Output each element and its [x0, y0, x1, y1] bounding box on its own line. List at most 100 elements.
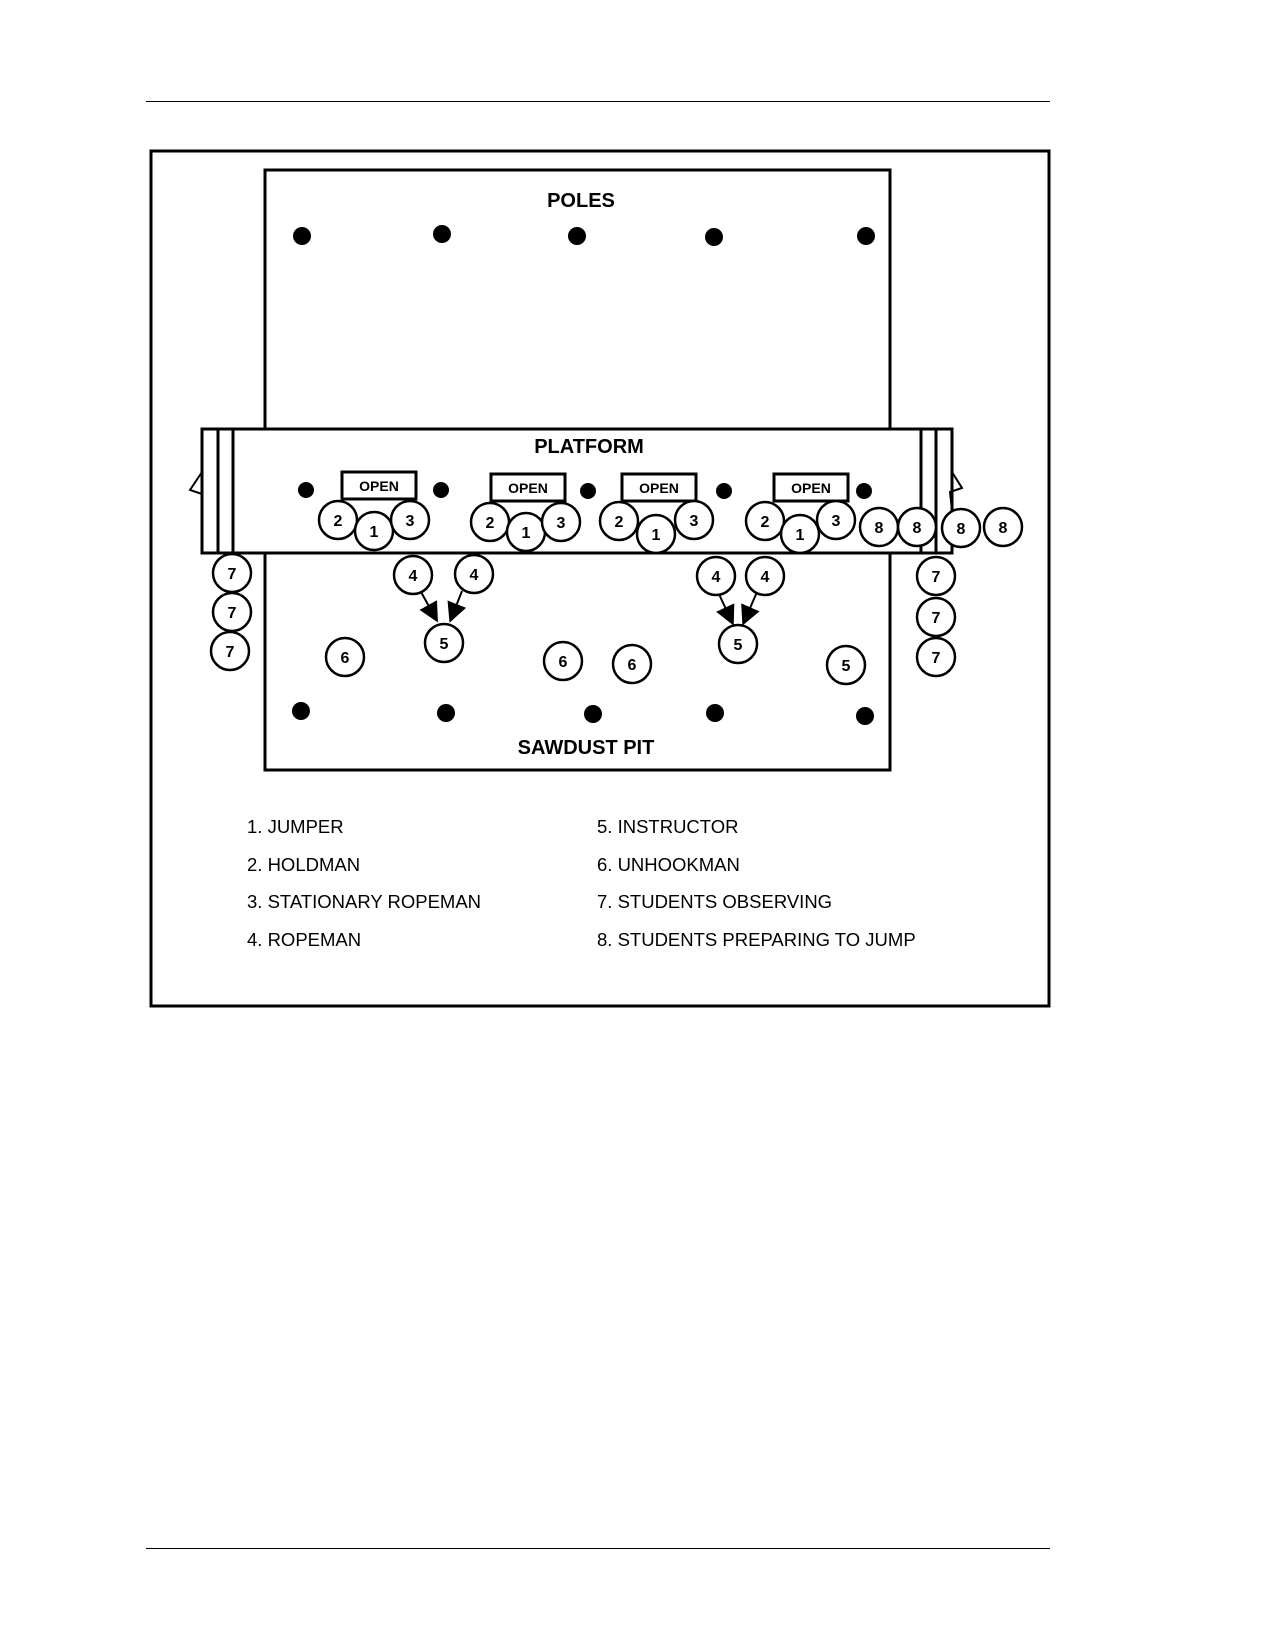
direction-arrow [447, 590, 467, 623]
opening-box [772, 472, 850, 503]
opening-label: OPEN [639, 480, 679, 496]
legend-item: 4. ROPEMAN [247, 928, 362, 950]
marker-number: 8 [875, 520, 884, 537]
legend-item: 3. STATIONARY ROPEMAN [247, 891, 482, 912]
holdman-marker [598, 500, 640, 542]
marker-number: 1 [796, 527, 805, 544]
direction-arrow [716, 591, 735, 626]
ropeman-marker [695, 555, 737, 597]
pole [293, 227, 311, 245]
marker-number: 7 [228, 605, 237, 622]
marker-number: 3 [406, 513, 415, 530]
bottom-rule [146, 1548, 1050, 1549]
marker-number: 7 [226, 644, 235, 661]
platform-label: PLATFORM [534, 436, 644, 458]
poles-label: POLES [547, 190, 615, 212]
legend-item: 7. STUDENTS OBSERVING [597, 891, 833, 912]
observing-marker [915, 636, 957, 678]
pole [857, 227, 875, 245]
opening-box [340, 470, 418, 501]
platform-openings: OPEN OPEN OPEN OPEN [340, 470, 850, 503]
instructor-marker [717, 623, 759, 665]
legend-item: 6. UNHOOKMAN [597, 853, 740, 875]
unhookman-marker [542, 640, 584, 682]
opening-label: OPEN [508, 480, 548, 496]
pole [292, 702, 310, 720]
pole [433, 482, 449, 498]
legend-item: 1. JUMPER [247, 816, 344, 837]
pole-row-platform [298, 482, 872, 499]
pole-row-pit [292, 702, 874, 725]
stationary-ropeman-marker [389, 499, 431, 541]
marker-number: 1 [522, 525, 531, 542]
marker-number: 6 [341, 650, 350, 667]
unhookman-marker [611, 643, 653, 685]
pole [568, 227, 586, 245]
jumper-marker [635, 513, 677, 555]
pole [298, 482, 314, 498]
ropeman-marker [453, 553, 495, 595]
marker-number: 6 [559, 654, 568, 671]
marker-number: 4 [712, 569, 721, 586]
legend-item: 8. STUDENTS PREPARING TO JUMP [597, 928, 916, 950]
pit-label: SAWDUST PIT [518, 737, 655, 759]
legend-item: 5. INSTRUCTOR [597, 816, 739, 837]
marker-number: 2 [486, 515, 495, 532]
break-mark-left [188, 471, 203, 510]
marker-number: 5 [734, 637, 743, 654]
stationary-ropeman-marker [540, 501, 582, 543]
marker-number: 4 [761, 569, 770, 586]
preparing-marker [940, 507, 982, 549]
pole [580, 483, 596, 499]
pole-row-top [293, 225, 875, 246]
marker-number: 7 [932, 650, 941, 667]
marker-number: 1 [370, 524, 379, 541]
ropeman-marker [744, 555, 786, 597]
ropeman-marker [392, 554, 434, 596]
preparing-marker [896, 506, 938, 548]
marker-number: 3 [557, 515, 566, 532]
pole [433, 225, 451, 243]
instructor-marker [423, 622, 465, 664]
marker-number: 8 [957, 521, 966, 538]
opening-box [489, 472, 567, 503]
marker-number: 1 [652, 527, 661, 544]
marker-number: 5 [842, 658, 851, 675]
instructor-marker [825, 644, 867, 686]
marker-number: 7 [228, 566, 237, 583]
marker-number: 7 [932, 610, 941, 627]
observing-marker [915, 555, 957, 597]
marker-number: 8 [999, 520, 1008, 537]
legend-left-column: 1. JUMPER 2. HOLDMAN 3. STATIONARY ROPEM… [247, 808, 481, 958]
marker-number: 6 [628, 657, 637, 674]
direction-arrow [741, 591, 760, 626]
opening-label: OPEN [791, 480, 831, 496]
marker-number: 5 [440, 636, 449, 653]
marker-number: 2 [334, 513, 343, 530]
preparing-marker [982, 506, 1024, 548]
marker-number: 2 [761, 514, 770, 531]
opening-label: OPEN [359, 478, 399, 494]
direction-arrow [419, 591, 438, 623]
marker-number: 8 [913, 520, 922, 537]
pole [437, 704, 455, 722]
pole [716, 483, 732, 499]
opening-box [620, 472, 698, 503]
ropeman-arrows [419, 590, 760, 626]
top-rule [146, 101, 1050, 102]
observing-marker [915, 596, 957, 638]
pole [705, 228, 723, 246]
holdman-marker [744, 500, 786, 542]
marker-number: 4 [470, 567, 479, 584]
jumper-marker [779, 513, 821, 555]
marker-number: 3 [832, 513, 841, 530]
stationary-ropeman-marker [815, 499, 857, 541]
legend-right-column: 5. INSTRUCTOR 6. UNHOOKMAN 7. STUDENTS O… [597, 808, 916, 958]
pole [856, 707, 874, 725]
pole [584, 705, 602, 723]
marker-number: 4 [409, 568, 418, 585]
figure-frame [149, 149, 1051, 1008]
marker-number: 7 [932, 569, 941, 586]
